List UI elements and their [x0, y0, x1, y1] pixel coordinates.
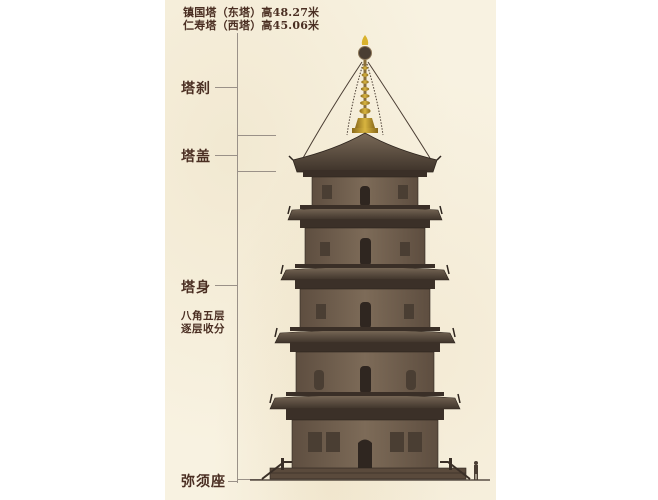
roof-2 — [274, 327, 456, 352]
label-body: 塔身 — [181, 280, 211, 296]
leader-vertical-line — [237, 33, 238, 483]
level-4 — [304, 227, 426, 267]
leader-tick-base — [228, 481, 237, 482]
base-platform — [250, 458, 490, 481]
label-spire: 塔刹 — [181, 81, 211, 97]
level-5 — [311, 176, 419, 208]
leader-tick-canopy — [215, 155, 237, 156]
roof-4 — [287, 205, 443, 228]
label-body-note-1: 八角五层 — [181, 310, 225, 322]
level-3 — [299, 288, 431, 330]
spire-chains — [302, 61, 431, 159]
heading-east-tower: 镇国塔（东塔）高48.27米 — [183, 6, 320, 19]
label-base: 弥须座 — [181, 474, 226, 490]
leader-tick-body — [215, 285, 237, 286]
roof-3 — [280, 264, 450, 289]
label-canopy: 塔盖 — [181, 149, 211, 165]
human-scale-figure — [474, 461, 478, 480]
roof-1 — [269, 392, 461, 420]
label-body-note-2: 逐层收分 — [181, 323, 225, 335]
spire-finial — [352, 35, 378, 133]
level-1 — [291, 419, 439, 471]
leader-tick-spire — [215, 87, 237, 88]
top-roof — [288, 132, 442, 177]
level-2 — [295, 351, 435, 395]
heading-west-tower: 仁寿塔（西塔）高45.06米 — [183, 19, 320, 32]
leader-tick-canopy-bottom — [237, 171, 276, 172]
leader-tick-spire-bottom — [237, 135, 276, 136]
